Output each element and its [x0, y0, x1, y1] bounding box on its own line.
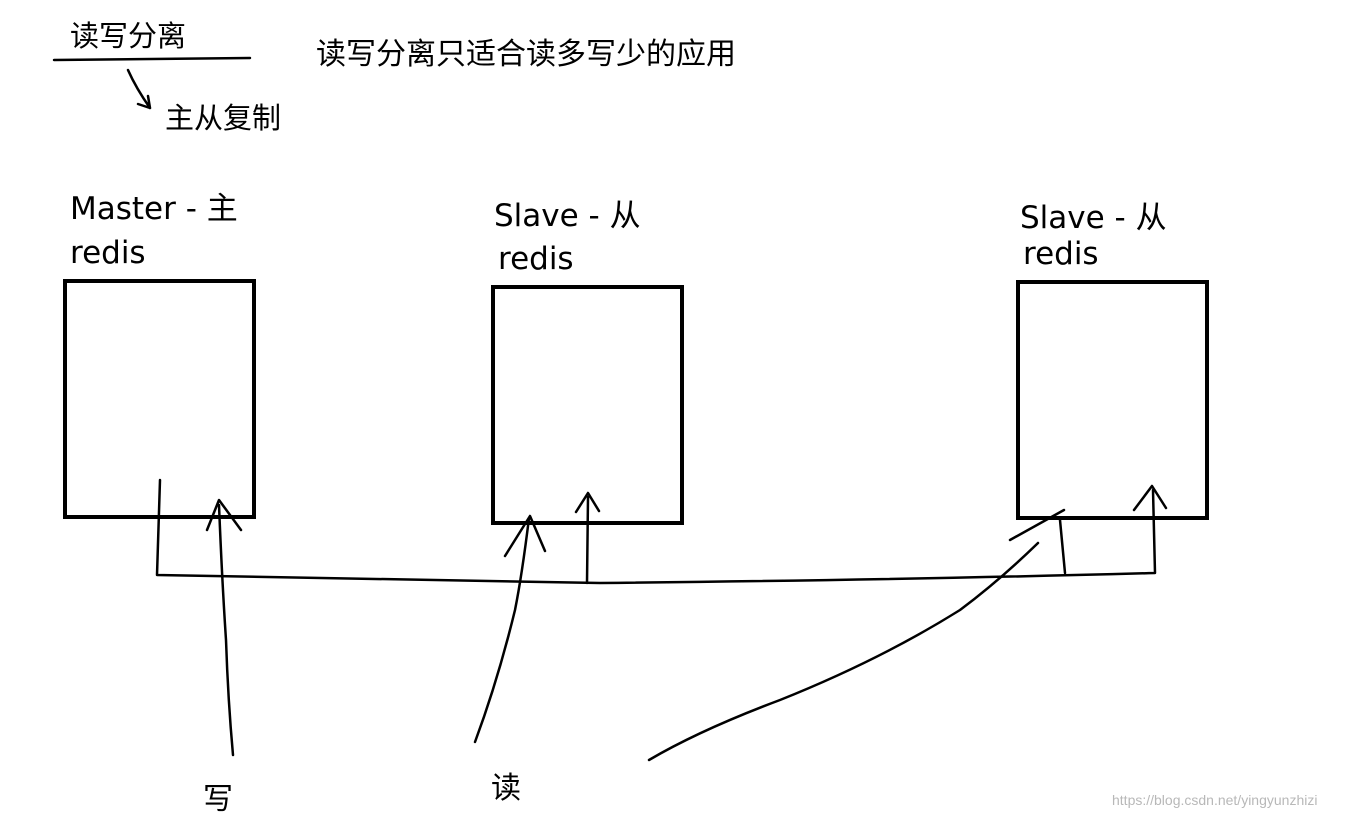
read-label: 读 [491, 771, 521, 806]
diagram-title: 读写分离 [70, 19, 187, 53]
replication-line [155, 478, 1157, 585]
watermark: https://blog.csdn.net/yingyunzhizi [1112, 792, 1318, 808]
header-note: 读写分离只适合读多写少的应用 [316, 37, 736, 72]
slave2-redis-box [1016, 280, 1209, 520]
master-name-label: redis [70, 235, 146, 271]
slave2-sync-branch [1058, 518, 1067, 575]
diagram-subtitle: 主从复制 [165, 101, 282, 135]
write-label: 写 [203, 782, 233, 817]
subtitle-arrow [126, 68, 152, 110]
read-arrow-slave2 [647, 508, 1066, 762]
master-role-label: Master - 主 [70, 191, 238, 227]
slave2-role-label: Slave - 从 [1020, 200, 1167, 236]
write-arrow [205, 498, 243, 757]
slave2-sync-arrow [1132, 484, 1168, 512]
slave1-role-label: Slave - 从 [494, 198, 641, 234]
slave1-name-label: redis [498, 241, 574, 277]
read-arrow-slave1 [473, 514, 547, 744]
slave2-name-label: redis [1023, 236, 1099, 272]
title-underline [52, 56, 252, 62]
slave1-sync-arrow [574, 491, 601, 585]
